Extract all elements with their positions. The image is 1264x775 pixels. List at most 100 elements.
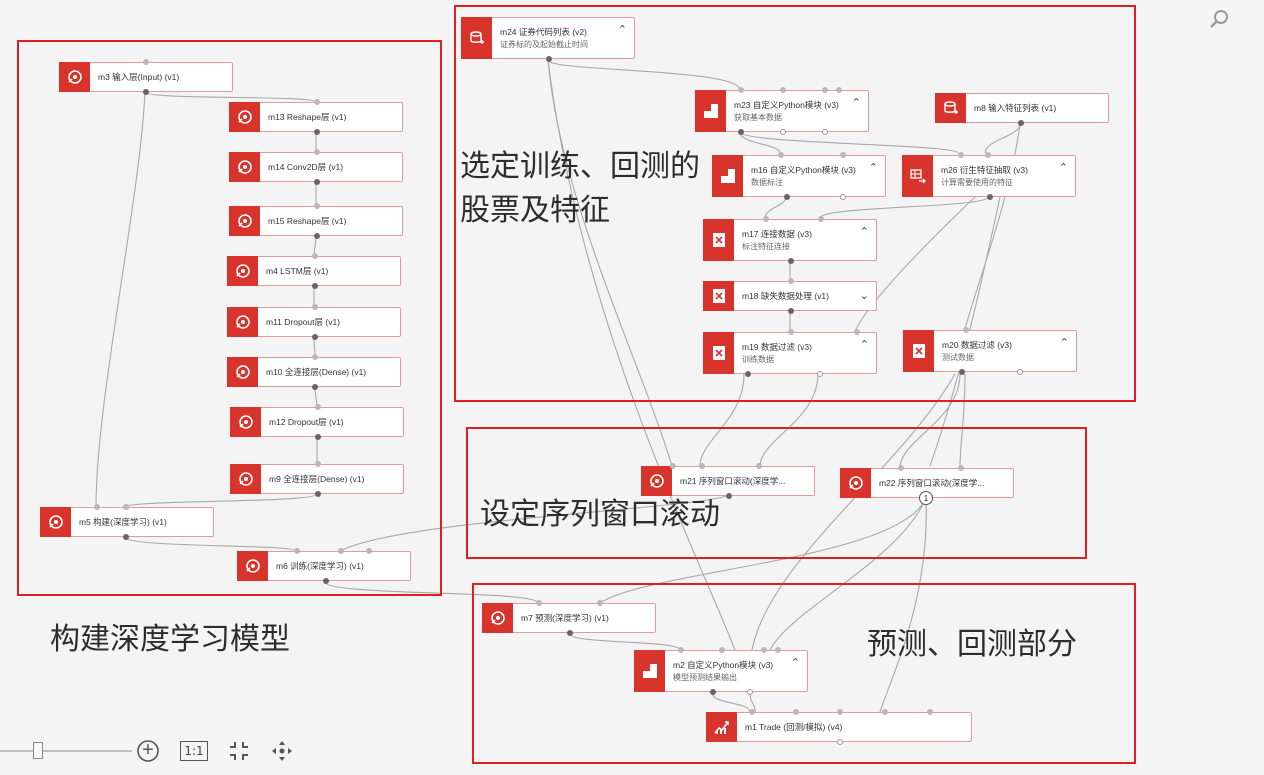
input-port[interactable] (678, 647, 684, 653)
chevron-up-icon[interactable]: ⌃ (851, 97, 861, 109)
input-port[interactable] (840, 152, 846, 158)
output-port[interactable] (788, 258, 794, 264)
output-port[interactable] (987, 194, 993, 200)
input-port[interactable] (597, 600, 603, 606)
chevron-up-icon[interactable]: ⌃ (1058, 162, 1068, 174)
input-port[interactable] (927, 709, 933, 715)
node-m24[interactable]: m24 证券代码列表 (v2) 证券标的及起始截止时间 ⌃ (461, 17, 635, 62)
input-port[interactable] (958, 152, 964, 158)
output-port[interactable] (312, 334, 318, 340)
output-port[interactable] (1017, 369, 1023, 375)
output-port[interactable] (959, 369, 965, 375)
output-port[interactable] (738, 129, 744, 135)
input-port[interactable] (315, 404, 321, 410)
output-port[interactable] (314, 233, 320, 239)
output-port[interactable] (315, 434, 321, 440)
node-m20[interactable]: m20 数据过滤 (v3) 测试数据 ⌃ (903, 327, 1077, 375)
node-m19[interactable]: m19 数据过滤 (v3) 训练数据 ⌃ (703, 329, 877, 377)
node-m13[interactable]: m13 Reshape层 (v1) (229, 99, 403, 135)
input-port[interactable] (312, 304, 318, 310)
node-m15[interactable]: m15 Reshape层 (v1) (229, 203, 403, 239)
input-port[interactable] (780, 87, 786, 93)
output-port[interactable] (312, 283, 318, 289)
node-m26[interactable]: m26 衍生特征抽取 (v3) 计算需要使用的特征 ⌃ (902, 152, 1076, 200)
input-port[interactable] (775, 647, 781, 653)
zoom-slider-track[interactable] (0, 750, 132, 752)
input-port[interactable] (778, 152, 784, 158)
node-m17[interactable]: m17 连接数据 (v3) 标注特征连接 ⌃ (703, 216, 877, 264)
output-port[interactable] (747, 689, 753, 695)
output-port[interactable] (840, 194, 846, 200)
output-port[interactable] (817, 371, 823, 377)
chevron-down-icon[interactable]: ⌄ (859, 290, 869, 302)
zoom-in-button[interactable]: + (136, 739, 160, 763)
input-port[interactable] (123, 504, 129, 510)
output-port[interactable] (726, 493, 732, 499)
chevron-up-icon[interactable]: ⌃ (617, 24, 627, 36)
node-m2[interactable]: m2 自定义Python模块 (v3) 模型预测结果输出 ⌃ (634, 647, 808, 695)
input-port[interactable] (854, 329, 860, 335)
input-port[interactable] (898, 465, 904, 471)
input-port[interactable] (837, 709, 843, 715)
input-port[interactable] (788, 278, 794, 284)
node-m14[interactable]: m14 Conv2D层 (v1) (229, 149, 403, 185)
input-port[interactable] (756, 463, 762, 469)
chevron-up-icon[interactable]: ⌃ (868, 162, 878, 174)
node-m8[interactable]: m8 输入特征列表 (v1) (935, 93, 1109, 126)
output-port[interactable] (312, 384, 318, 390)
output-port[interactable] (710, 689, 716, 695)
node-m1[interactable]: m1 Trade (回测/模拟) (v4) (706, 709, 972, 745)
input-port[interactable] (312, 253, 318, 259)
output-port[interactable] (143, 89, 149, 95)
output-port[interactable] (567, 630, 573, 636)
input-port[interactable] (882, 709, 888, 715)
output-port[interactable] (784, 194, 790, 200)
input-port[interactable] (366, 548, 372, 554)
output-count-badge[interactable]: 1 (919, 491, 933, 505)
input-port[interactable] (985, 152, 991, 158)
output-port[interactable] (788, 308, 794, 314)
node-m10[interactable]: m10 全连接层(Dense) (v1) (227, 354, 401, 390)
node-m12[interactable]: m12 Dropout层 (v1) (230, 404, 404, 440)
input-port[interactable] (312, 354, 318, 360)
input-port[interactable] (314, 99, 320, 105)
output-port[interactable] (314, 179, 320, 185)
input-port[interactable] (818, 216, 824, 222)
input-port[interactable] (699, 463, 705, 469)
node-m6[interactable]: m6 训练(深度学习) (v1) (237, 548, 411, 584)
output-port[interactable] (323, 578, 329, 584)
output-port[interactable] (745, 371, 751, 377)
node-m18[interactable]: m18 缺失数据处理 (v1) ⌄ (703, 278, 877, 314)
input-port[interactable] (963, 327, 969, 333)
input-port[interactable] (749, 709, 755, 715)
output-port[interactable] (314, 129, 320, 135)
chevron-up-icon[interactable]: ⌃ (1059, 337, 1069, 349)
input-port[interactable] (788, 329, 794, 335)
node-m21[interactable]: m21 序列窗口滚动(深度学... (641, 463, 815, 499)
input-port[interactable] (536, 600, 542, 606)
zoom-slider-handle[interactable] (33, 742, 43, 759)
node-m11[interactable]: m11 Dropout层 (v1) (227, 304, 401, 340)
input-port[interactable] (314, 203, 320, 209)
input-port[interactable] (315, 461, 321, 467)
node-m3[interactable]: m3 输入层(Input) (v1) (59, 59, 233, 95)
chevron-up-icon[interactable]: ⌃ (790, 657, 800, 669)
output-port[interactable] (123, 534, 129, 540)
output-port[interactable] (315, 491, 321, 497)
output-port[interactable] (780, 129, 786, 135)
input-port[interactable] (314, 149, 320, 155)
input-port[interactable] (836, 87, 842, 93)
fit-screen-button[interactable] (227, 739, 251, 763)
output-port[interactable] (546, 56, 552, 62)
input-port[interactable] (143, 59, 149, 65)
node-m9[interactable]: m9 全连接层(Dense) (v1) (230, 461, 404, 497)
node-m4[interactable]: m4 LSTM层 (v1) (227, 253, 401, 289)
node-m7[interactable]: m7 预测(深度学习) (v1) (482, 600, 656, 636)
input-port[interactable] (94, 504, 100, 510)
node-m5[interactable]: m5 构建(深度学习) (v1) (40, 504, 214, 540)
input-port[interactable] (670, 463, 676, 469)
input-port[interactable] (294, 548, 300, 554)
node-m23[interactable]: m23 自定义Python模块 (v3) 获取基本数据 ⌃ (695, 87, 869, 135)
input-port[interactable] (719, 647, 725, 653)
